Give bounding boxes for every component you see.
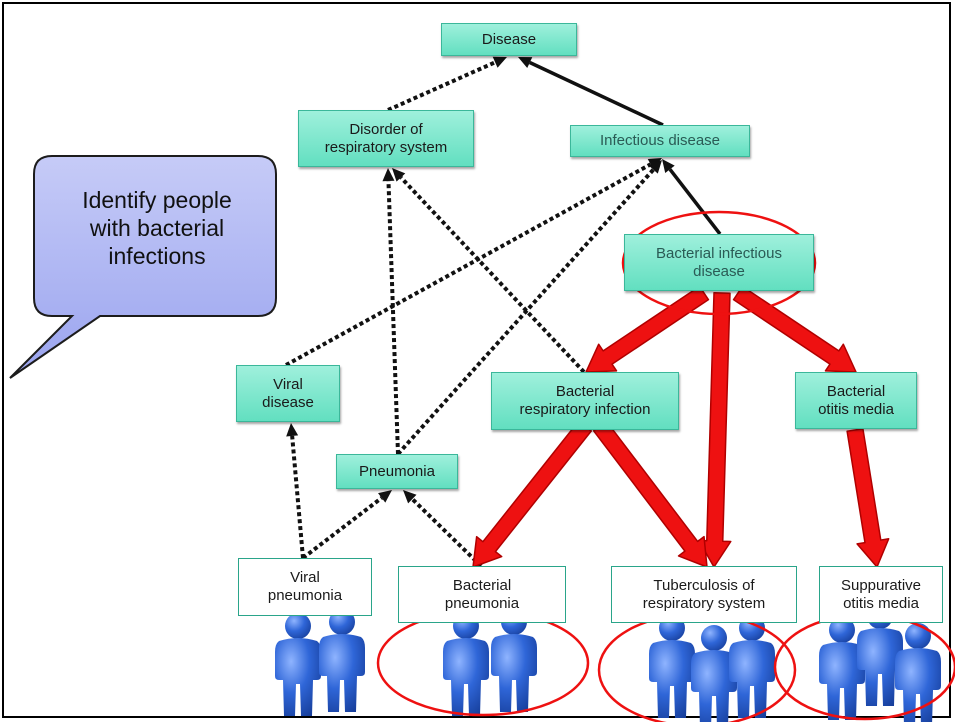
person-icon (491, 609, 537, 712)
arrow-disorder-to-disease (387, 56, 507, 112)
person-icon (819, 617, 865, 720)
arrow-viral-disease-to-infectious (285, 158, 662, 367)
arrow-bacterial-pneumonia-to-pneumonia (403, 490, 483, 568)
node-bacterial-otitis-media: Bacterial otitis media (795, 372, 917, 429)
is-a-arrows-dotted (285, 56, 662, 568)
highlight-ellipse-bacterial-infectious-disease (621, 210, 817, 316)
person-icon (275, 613, 321, 716)
is-a-arrows-solid (518, 57, 722, 236)
person-icon (691, 625, 737, 722)
arrow-bacterial-infectious-to-infectious (662, 159, 722, 236)
node-bacterial-respiratory-infection: Bacterial respiratory infection (491, 372, 679, 430)
node-pneumonia: Pneumonia (336, 454, 458, 489)
red-arrow-to-bacterial-pneumonia (472, 420, 593, 568)
highlight-arrows-red (472, 285, 890, 568)
arrow-bacterial-respiratory-to-disorder (392, 168, 586, 374)
person-icon (319, 609, 365, 712)
node-bacterial-infectious-disease: Bacterial infectious disease (624, 234, 814, 291)
arrow-pneumonia-to-infectious (396, 160, 662, 456)
node-viral-pneumonia: Viral pneumonia (238, 558, 372, 616)
node-viral-disease: Viral disease (236, 365, 340, 422)
node-tuberculosis-respiratory-system: Tuberculosis of respiratory system (611, 566, 797, 623)
arrow-pneumonia-to-disorder (382, 168, 400, 455)
arrow-infectious-to-disease (518, 57, 664, 127)
node-infectious-disease: Infectious disease (570, 125, 750, 157)
arrow-viral-pneumonia-to-pneumonia (301, 490, 392, 560)
node-bacterial-pneumonia: Bacterial pneumonia (398, 566, 566, 623)
arrow-viral-pneumonia-to-viral-disease (286, 423, 305, 559)
red-arrow-to-tuberculosis-from-respiratory (592, 420, 708, 568)
person-icon (443, 613, 489, 716)
red-arrow-to-bacterial-otitis-media (732, 285, 857, 373)
red-arrow-to-suppurative-otitis-media (846, 427, 890, 568)
callout-text: Identify people with bacterial infection… (82, 187, 232, 269)
node-disease: Disease (441, 23, 577, 56)
person-icon (649, 615, 695, 718)
callout-bubble (9, 155, 277, 379)
red-arrow-to-bacterial-respiratory-infection (585, 285, 710, 373)
node-disorder-respiratory-system: Disorder of respiratory system (298, 110, 474, 167)
red-arrow-to-tuberculosis (698, 292, 732, 568)
node-suppurative-otitis-media: Suppurative otitis media (819, 566, 943, 623)
